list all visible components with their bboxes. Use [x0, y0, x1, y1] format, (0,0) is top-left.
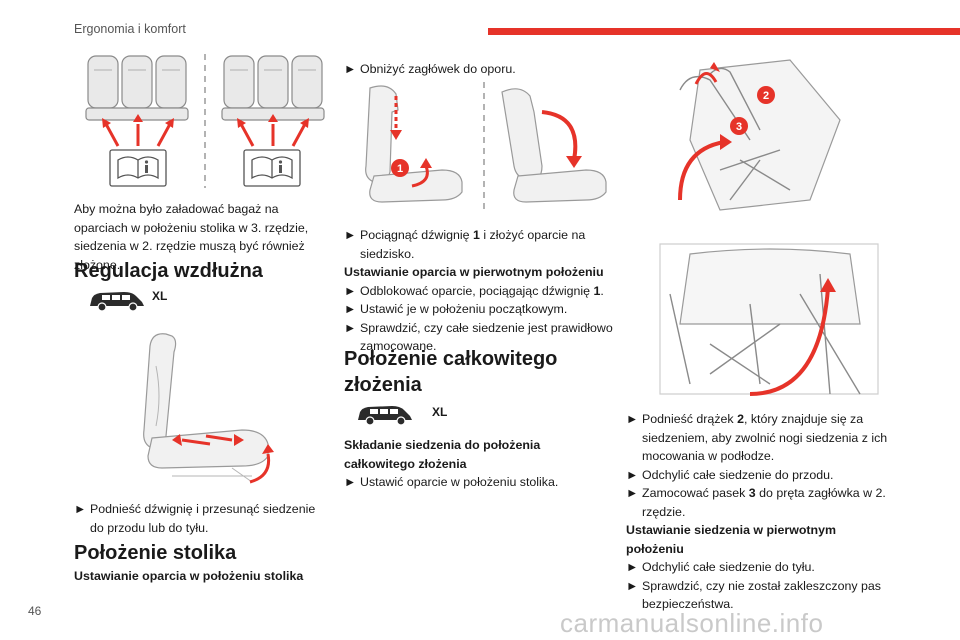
xl-label: XL — [152, 289, 168, 303]
step-check-fixed: ► Sprawdzić, czy całe siedzenie jest pra… — [344, 320, 613, 354]
subheading-restore-seat: Ustawianie siedzenia w pierwotnym położe… — [626, 523, 837, 556]
tilt-seat-forward-illustration — [659, 243, 879, 396]
bullet-arrow: ► — [74, 502, 87, 516]
van-xl-icon — [358, 406, 412, 426]
heading-table-position: Położenie stolika — [74, 542, 237, 564]
seat-longitudinal-illustration — [143, 333, 274, 484]
subheading-restore-backrest: Ustawianie oparcia w pierwotnym położeni… — [344, 265, 604, 279]
header-accent-bar — [488, 28, 960, 35]
fold-backrest-illustration: 1 — [365, 82, 607, 212]
heading-full-fold: Położenie całkowitego złożenia — [344, 348, 558, 396]
step-unlock-backrest: ► Odblokować oparcie, pociągając dźwigni… — [344, 283, 604, 298]
step-lift-lever: ► Podnieść dźwignię i przesunąć siedzeni… — [74, 502, 316, 535]
subheading-table-backrest: Ustawianie oparcia w położeniu stolika — [74, 569, 304, 583]
callout-3: 3 — [736, 121, 742, 133]
section-header: Ergonomia i komfort — [74, 22, 186, 36]
seat-rows-manual-illustration — [85, 54, 325, 188]
watermark: carmanualsonline.info — [560, 608, 824, 638]
step-check-belt: ► Sprawdzić, czy nie został zakleszczony… — [626, 578, 881, 612]
step-attach-strap: ► Zamocować pasek 3 do pręta zagłówka w … — [626, 486, 886, 519]
step-pull-lever: ► Pociągnąć dźwignię 1 i złożyć oparcie … — [344, 228, 586, 261]
subheading-fold-full: Składanie siedzenia do położenia całkowi… — [344, 438, 541, 471]
step-lower-headrest: ► Obniżyć zagłówek do oporu. — [344, 62, 516, 76]
xl-label: XL — [432, 405, 448, 419]
step-set-initial: ► Ustawić je w położeniu początkowym. — [344, 302, 568, 316]
heading-longitudinal-adjustment: Regulacja wzdłużna — [74, 260, 263, 282]
callout-2: 2 — [763, 90, 769, 102]
lift-bar-strap-illustration: 2 3 — [678, 59, 841, 211]
van-xl-icon — [90, 292, 144, 312]
step-tilt-forward: ► Odchylić całe siedzenie do przodu. — [626, 467, 834, 482]
step-tilt-back: ► Odchylić całe siedzenie do tyłu. — [626, 560, 815, 574]
step-set-table: ► Ustawić oparcie w położeniu stolika. — [344, 475, 559, 489]
intro-paragraph: Aby można było załadować bagaż na oparci… — [74, 202, 309, 272]
step-lift-bar: ► Podnieść drążek 2, który znajduje się … — [626, 412, 888, 463]
page-number: 46 — [28, 604, 42, 618]
callout-1: 1 — [397, 163, 403, 175]
